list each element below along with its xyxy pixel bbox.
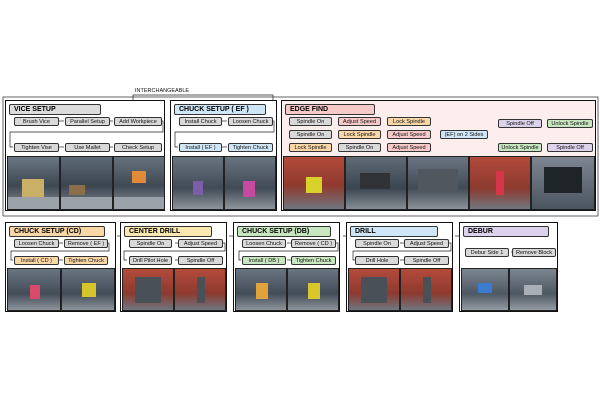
debur-panel: DEBUR Debur Side 1 Remove Block xyxy=(459,222,558,312)
chuck-db-photo-1 xyxy=(235,268,287,311)
db-step-loosen-chuck: Loosen Chuck xyxy=(242,239,286,248)
debur-photo-2 xyxy=(509,268,557,311)
db-step-tighten-chuck: Tighten Chuck xyxy=(291,256,336,265)
center-drill-photo-2 xyxy=(174,268,226,311)
ef-out2-unlock-spindle: Unlock Spindle xyxy=(498,143,542,152)
edge-find-title: EDGE FIND xyxy=(285,104,375,115)
center-drill-photo-1 xyxy=(122,268,174,311)
step-brush-vice: Brush Vice xyxy=(14,117,59,126)
cd-step-install-cd: Install ( CD ) xyxy=(14,256,59,265)
chuck-setup-ef-panel: CHUCK SETUP ( EF ) Install Chuck Loosen … xyxy=(170,100,277,211)
ef-out2-spindle-off: Spindle Off xyxy=(547,143,593,152)
center-drill-title: CENTER DRILL xyxy=(124,226,212,237)
ef-row1-spindle-on: Spindle On xyxy=(289,117,332,126)
ef-out1-unlock-spindle: Unlock Spindle xyxy=(547,119,593,128)
chuck-ef-photo-1 xyxy=(172,156,224,210)
vice-photo-1 xyxy=(7,156,60,210)
ef-row2-spindle-on: Spindle On xyxy=(289,130,332,139)
step-tighten-chuck: Tighten Chuck xyxy=(228,143,273,152)
chuck-setup-cd-title: CHUCK SETUP (CD) xyxy=(9,226,105,237)
db-step-install-db: Install ( DB ) xyxy=(242,256,286,265)
ef-row3-spindle-on: Spindle On xyxy=(338,143,381,152)
edge-find-photo-1 xyxy=(283,156,345,210)
step-install-chuck: Install Chuck xyxy=(179,117,222,126)
vice-photo-2 xyxy=(60,156,113,210)
interchangeable-label: INTERCHANGEABLE xyxy=(135,88,190,94)
debur-photo-1 xyxy=(461,268,509,311)
chuck-cd-photo-2 xyxy=(61,268,115,311)
ef-row2-lock-spindle: Lock Spindle xyxy=(338,130,381,139)
center-drill-panel: CENTER DRILL Spindle On Adjust Speed Dri… xyxy=(120,222,227,312)
chuck-ef-photo-2 xyxy=(224,156,276,210)
chuck-cd-photo-1 xyxy=(7,268,61,311)
chuck-setup-db-title: CHUCK SETUP (DB) xyxy=(237,226,331,237)
step-install-ef: Install ( EF ) xyxy=(179,143,222,152)
step-parallel-setup: Parallel Setup xyxy=(65,117,110,126)
center-drill-spindle-off: Spindle Off xyxy=(178,256,223,265)
drill-title: DRILL xyxy=(350,226,438,237)
interchangeable-bracket xyxy=(132,94,274,101)
step-use-mallet: Use Mallet xyxy=(65,143,110,152)
vice-setup-panel: VICE SETUP Brush Vice Parallel Setup Add… xyxy=(5,100,165,211)
edge-find-photo-5 xyxy=(531,156,595,210)
step-check-setup: Check Setup xyxy=(114,143,162,152)
ef-row1-lock-spindle: Lock Spindle xyxy=(387,117,431,126)
drill-spindle-on: Spindle On xyxy=(355,239,399,248)
center-drill-spindle-on: Spindle On xyxy=(129,239,172,248)
step-add-workpiece: Add Workpiece xyxy=(114,117,162,126)
drill-photo-2 xyxy=(400,268,452,311)
cd-step-remove-ef: Remove ( EF ) xyxy=(64,239,108,248)
step-tighten-vise: Tighten Vise xyxy=(14,143,59,152)
top-group-frame xyxy=(2,96,599,217)
ef-row3-adjust-speed: Adjust Speed xyxy=(387,143,431,152)
cd-step-tighten-chuck: Tighten Chuck xyxy=(64,256,108,265)
drill-drill-hole: Drill Hole xyxy=(355,256,399,265)
edge-find-photo-2 xyxy=(345,156,407,210)
center-drill-adjust-speed: Adjust Speed xyxy=(178,239,223,248)
ef-row3-lock-spindle: Lock Spindle xyxy=(289,143,332,152)
cd-step-loosen-chuck: Loosen Chuck xyxy=(14,239,59,248)
edge-find-photo-3 xyxy=(407,156,469,210)
chuck-setup-cd-panel: CHUCK SETUP (CD) Loosen Chuck Remove ( E… xyxy=(5,222,116,312)
drill-panel: DRILL Spindle On Adjust Speed Drill Hole… xyxy=(346,222,453,312)
chuck-db-photo-2 xyxy=(287,268,339,311)
center-drill-drill-pilot-hole: Drill Pilot Hole xyxy=(129,256,172,265)
ef-out1-spindle-off: Spindle Off xyxy=(498,119,542,128)
debur-title: DEBUR xyxy=(463,226,549,237)
ef-row1-adjust-speed: Adjust Speed xyxy=(338,117,381,126)
vice-setup-title: VICE SETUP xyxy=(9,104,101,115)
edge-find-photo-4 xyxy=(469,156,531,210)
ef-on-2-sides: (EF) on 2 Sides xyxy=(440,130,488,139)
step-loosen-chuck: Loosen Chuck xyxy=(228,117,273,126)
drill-spindle-off: Spindle Off xyxy=(404,256,449,265)
drill-adjust-speed: Adjust Speed xyxy=(404,239,449,248)
debur-remove-block: Remove Block xyxy=(512,248,556,257)
edge-find-panel: EDGE FIND Spindle On Adjust Speed Lock S… xyxy=(281,100,596,211)
db-step-remove-cd: Remove ( CD ) xyxy=(291,239,336,248)
ef-row2-adjust-speed: Adjust Speed xyxy=(387,130,431,139)
chuck-setup-db-panel: CHUCK SETUP (DB) Loosen Chuck Remove ( C… xyxy=(233,222,340,312)
vice-photo-3 xyxy=(113,156,165,210)
debur-side-1: Debur Side 1 xyxy=(465,248,509,257)
chuck-setup-ef-title: CHUCK SETUP ( EF ) xyxy=(174,104,266,115)
drill-photo-1 xyxy=(348,268,400,311)
